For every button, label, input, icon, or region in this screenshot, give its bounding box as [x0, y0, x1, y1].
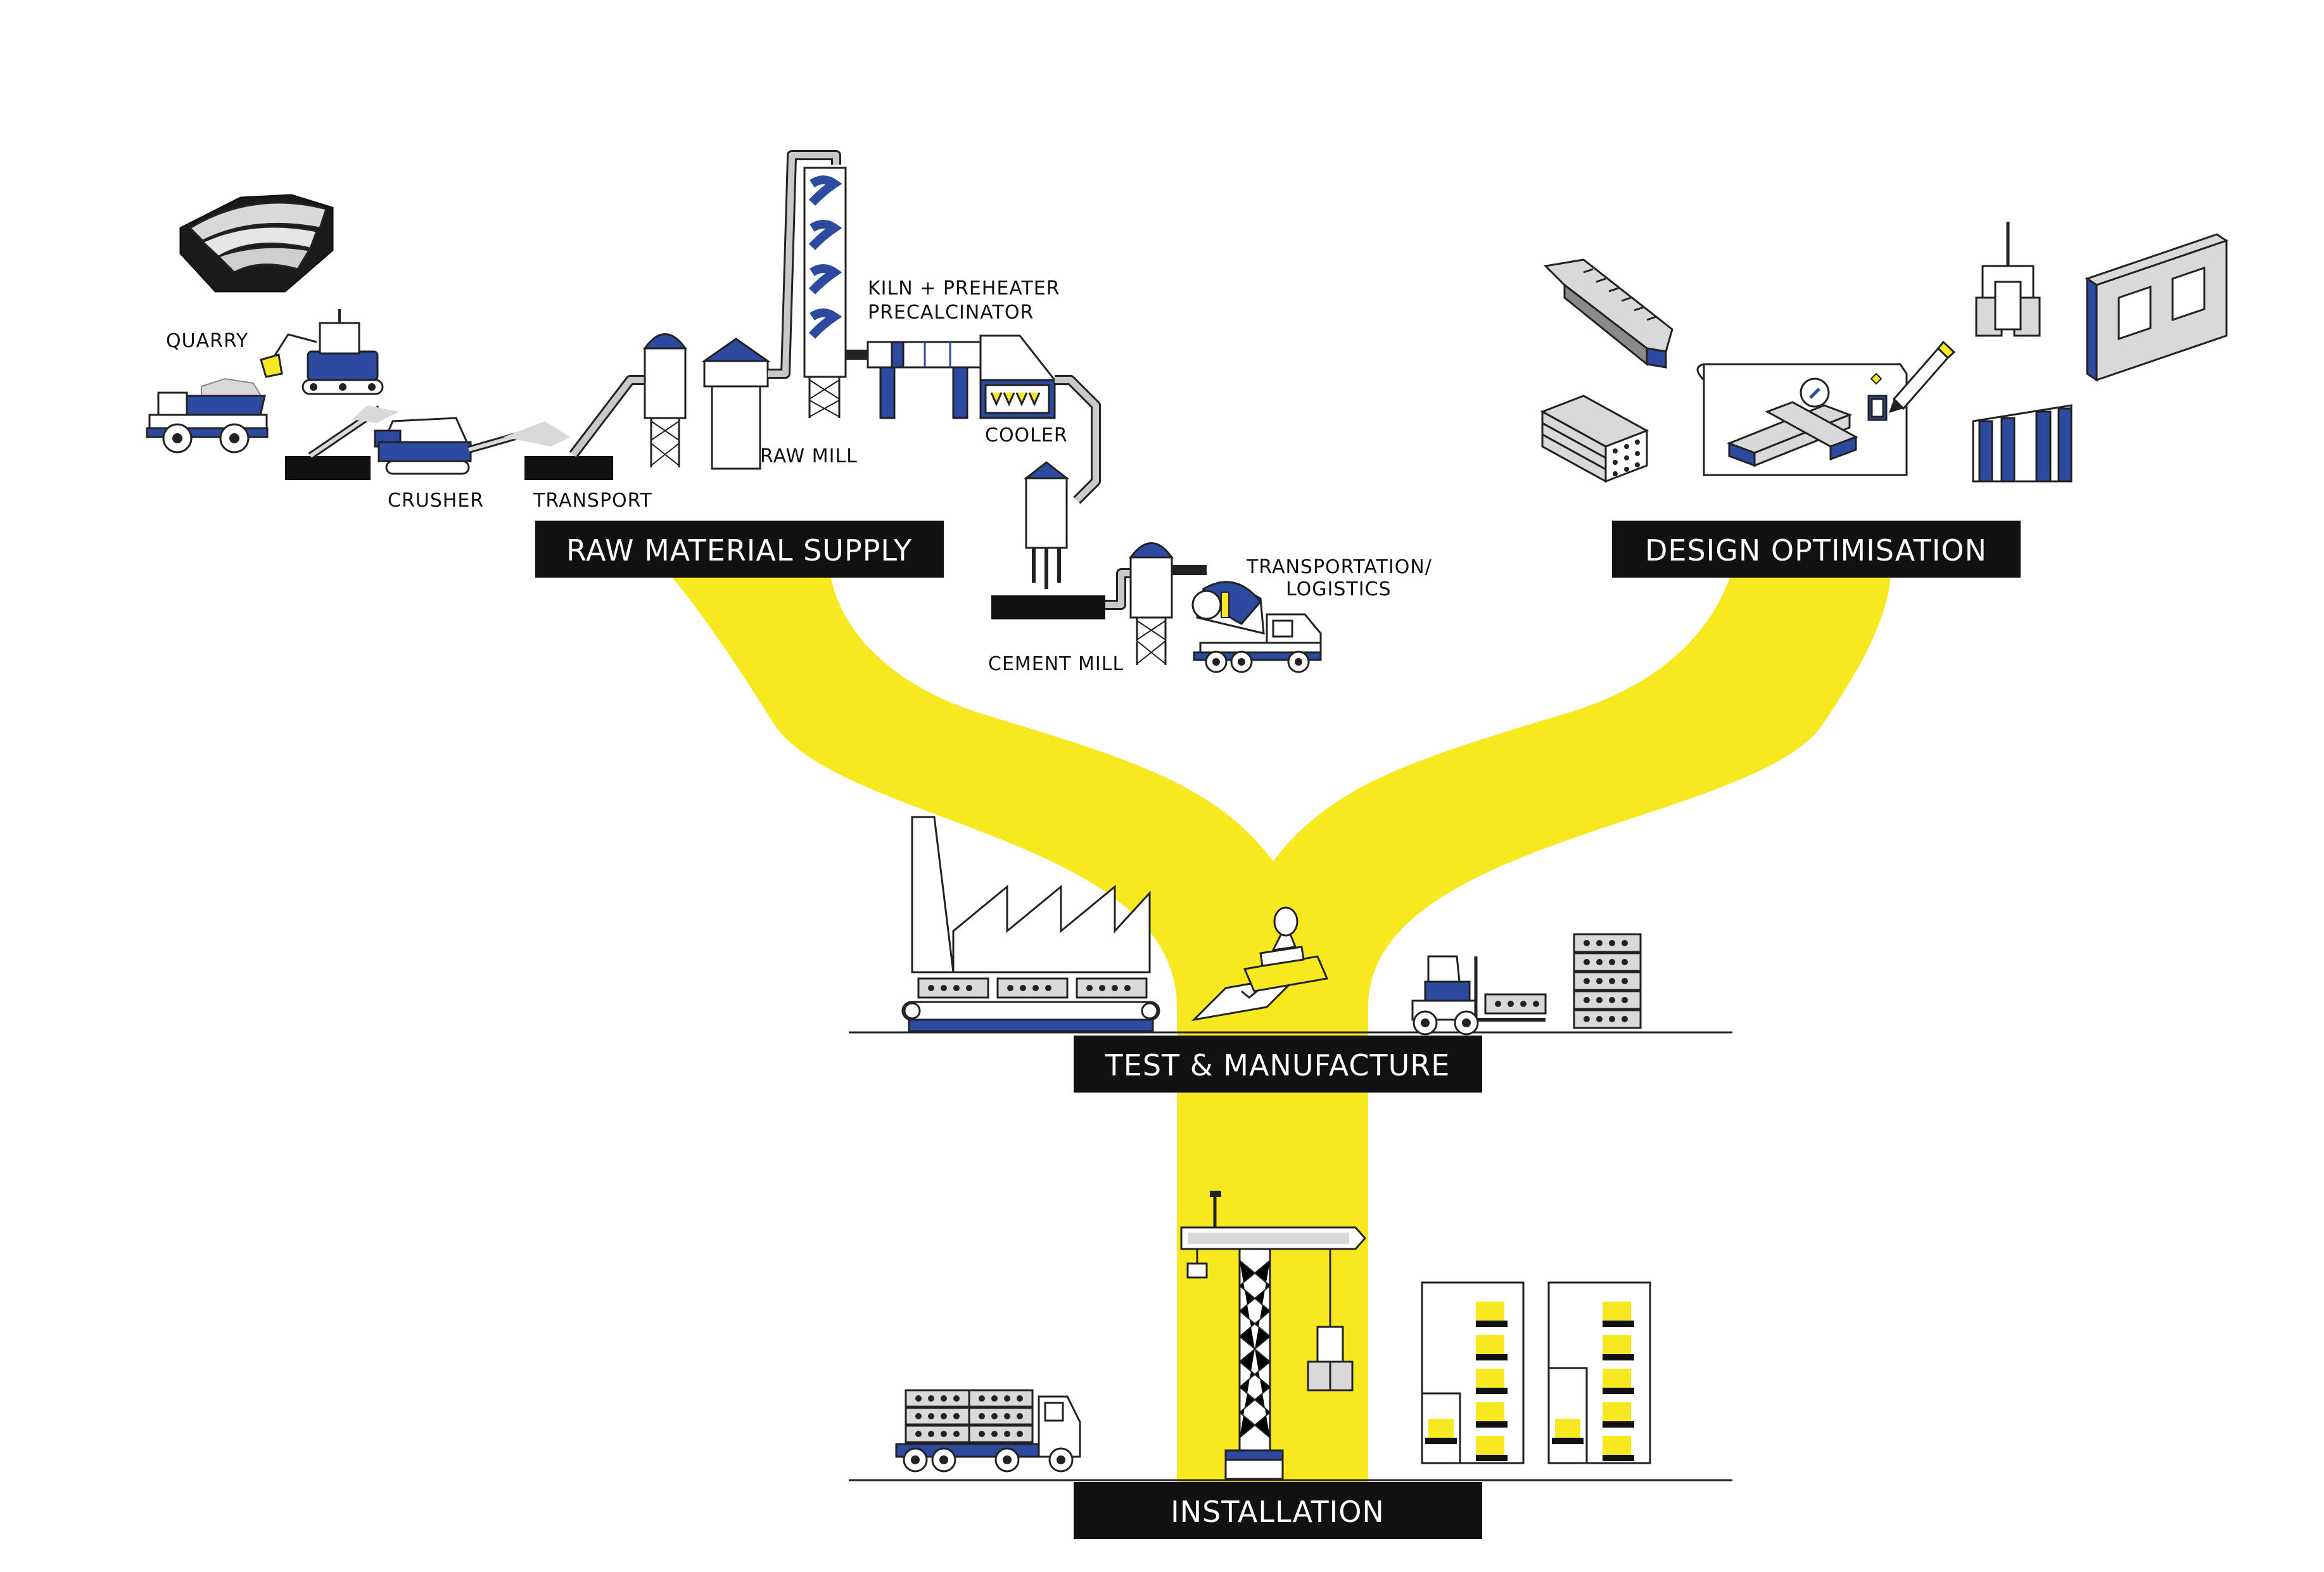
installation-box: INSTALLATION: [1074, 1482, 1482, 1539]
crusher-label: CRUSHER: [388, 490, 484, 512]
kiln-label-line2: PRECALCINATOR: [868, 301, 1034, 324]
design-optimisation-box: DESIGN OPTIMISATION: [1612, 521, 2021, 578]
cement-mill-icon: [991, 461, 1207, 665]
raw-material-supply-label: RAW MATERIAL SUPPLY: [566, 533, 912, 567]
quarry-pit-icon: [179, 194, 334, 293]
transport-label: TRANSPORT: [533, 490, 652, 512]
test-manufacture-label: TEST & MANUFACTURE: [1105, 1048, 1451, 1082]
conveyor-icon: [901, 977, 1160, 1032]
logistics-label-line2: LOGISTICS: [1286, 578, 1392, 600]
hollow-core-slab-icon: [1540, 395, 1649, 483]
building-icon: [1547, 1281, 1651, 1464]
flatbed-truck-icon: [895, 1389, 1081, 1473]
installation-label: INSTALLATION: [1171, 1495, 1385, 1529]
dump-truck-icon: [146, 377, 269, 453]
factory-icon: [911, 816, 1151, 973]
crusher-icon: [285, 405, 613, 480]
test-manufacture-box: TEST & MANUFACTURE: [1074, 1036, 1482, 1093]
mixer-truck-icon: [1191, 581, 1322, 673]
precast-element-icon: [1975, 222, 2041, 337]
silo-icon: [643, 333, 687, 467]
logistics-label-line1: TRANSPORTATION/: [1246, 556, 1432, 578]
forklift-icon: [1411, 955, 1547, 1036]
tower-crane-icon: [1180, 1191, 1367, 1480]
excavator-icon: [260, 309, 384, 395]
cooler-icon: [979, 334, 1056, 419]
rotary-kiln-icon: [846, 341, 983, 419]
preheater-tower-icon: [803, 167, 847, 418]
raw-material-supply-box: RAW MATERIAL SUPPLY: [535, 521, 944, 578]
cement-mill-label: CEMENT MILL: [988, 653, 1124, 675]
quarry-label: QUARRY: [166, 330, 248, 352]
slab-stack-icon: [1573, 933, 1642, 1029]
facade-panel-icon: [1972, 404, 2073, 483]
raw-mill-icon: [701, 338, 771, 470]
cooler-label: COOLER: [985, 424, 1068, 447]
raw-mill-label: RAW MILL: [760, 445, 858, 467]
blueprint-icon: [1696, 340, 1956, 476]
stairs-icon: [1543, 258, 1673, 369]
approval-stamp-icon: [1191, 906, 1329, 1022]
kiln-label-line1: KILN + PREHEATER: [868, 277, 1060, 300]
design-optimisation-label: DESIGN OPTIMISATION: [1645, 533, 1987, 567]
wall-panel-icon: [2085, 233, 2229, 382]
building-icon: [1421, 1281, 1525, 1464]
